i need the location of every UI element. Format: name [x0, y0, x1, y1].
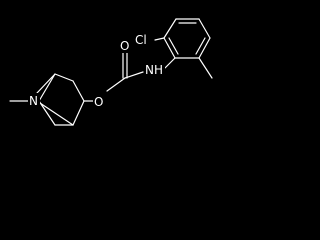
benzene-ring: [163, 18, 211, 59]
tropane-bicycle: [36, 73, 85, 126]
ring-double-bond-c5-c6: [195, 37, 206, 55]
atom-ester-oxygen: O: [93, 94, 105, 109]
atom-label-ester-o: O: [94, 95, 103, 109]
tropane-bond-c6-c7: [38, 100, 56, 126]
atom-label-carbonyl-o: O: [120, 39, 129, 53]
ring-bond-c1-c2: [163, 37, 176, 59]
atom-chlorine: Cl: [134, 32, 153, 47]
atom-bridge-nitrogen: N: [28, 93, 40, 108]
bond-ring-chlorine: [154, 37, 165, 41]
ring-double-bond-c1-c2: [168, 37, 179, 55]
tropane-bond-c3-c4: [72, 80, 85, 102]
atom-carbonyl-oxygen: O: [119, 38, 131, 53]
tropane-bond-c1-c2: [72, 100, 85, 126]
tropane-bond-c5-c6: [38, 73, 56, 102]
atom-label-bridge-n: N: [29, 94, 38, 108]
chemical-structure-diagram: Cl NH O O N: [9, 18, 213, 126]
ring-bond-c4-c5: [198, 18, 211, 39]
ring-bond-c5-c6: [198, 37, 211, 59]
ring-bond-c2-c3: [163, 18, 177, 39]
bond-ring-methyl: [198, 57, 213, 79]
bond-nh-carbonyl-carbon: [124, 71, 144, 79]
atom-nh: NH: [144, 62, 165, 77]
tropane-bond-c4-c5: [54, 73, 74, 82]
bond-ring-nitrogen: [164, 57, 176, 69]
tropane-bond-n-c1: [36, 100, 74, 126]
tropane-bond-c5-n: [36, 73, 56, 94]
atom-label-nh: NH: [145, 63, 163, 77]
bond-carbonyl-carbon-ester-o: [106, 77, 126, 92]
atom-label-cl: Cl: [135, 33, 147, 47]
